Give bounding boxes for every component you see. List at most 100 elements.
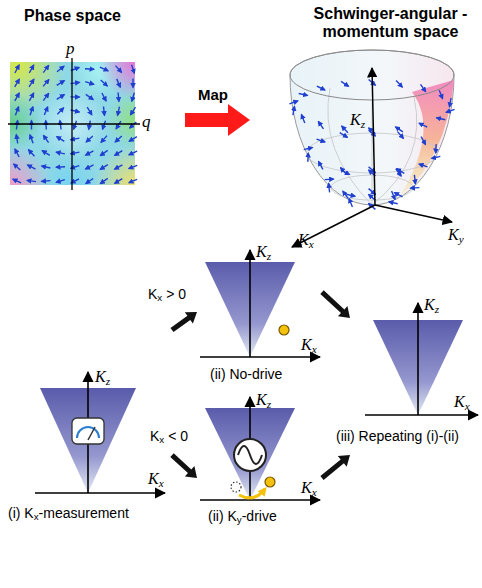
cone-panel: KzKx(ii) Ky-drive	[197, 395, 322, 530]
heat-blob	[42, 154, 98, 185]
kx-axis	[365, 414, 478, 416]
cone-panel: KzKx(iii) Repeating (i)-(ii)	[350, 300, 480, 465]
field-arrow	[319, 162, 323, 170]
field-arrow	[45, 121, 47, 130]
axis-label: Kx	[298, 231, 314, 249]
panel-caption: (ii) Ky-drive	[208, 508, 277, 524]
field-arrow	[450, 98, 452, 107]
field-arrow	[29, 79, 34, 87]
subscript: x	[312, 486, 317, 498]
field-arrow	[44, 107, 47, 115]
field-arrow	[14, 164, 21, 170]
field-arrow	[100, 67, 108, 71]
field-arrow	[317, 139, 326, 142]
field-arrow	[43, 80, 49, 87]
edge-label: Map	[198, 86, 228, 103]
field-arrow	[103, 121, 106, 130]
field-arrow	[57, 95, 65, 100]
field-arrow	[89, 121, 91, 130]
field-arrow	[341, 81, 348, 86]
field-arrow	[398, 132, 404, 139]
field-arrow	[131, 107, 136, 115]
field-arrow	[396, 127, 403, 132]
field-arrow	[325, 178, 334, 180]
kx-axis	[200, 499, 320, 501]
subscript: x	[312, 343, 317, 355]
field-arrow	[86, 165, 94, 169]
field-arrow	[389, 202, 398, 204]
map-arrow	[185, 104, 250, 136]
field-arrow	[419, 164, 428, 167]
field-arrow	[340, 133, 348, 138]
field-arrow	[16, 135, 17, 144]
flow-arrow	[320, 290, 350, 318]
field-arrow	[29, 93, 33, 101]
field-arrow	[30, 107, 33, 116]
field-arrow	[299, 94, 308, 96]
field-arrow	[117, 79, 121, 87]
field-arrow	[307, 153, 309, 162]
panel-caption: (ii) No-drive	[210, 366, 282, 382]
drive-arrow	[239, 489, 265, 498]
field-arrow	[56, 152, 65, 154]
field-arrow	[86, 179, 93, 184]
meridian	[372, 97, 417, 205]
sine-wave	[238, 446, 262, 464]
field-arrow	[29, 65, 33, 73]
field-arrow	[15, 93, 19, 101]
angular-momentum-panel: Schwinger-angular -momentum spaceKzKxKy	[250, 5, 480, 255]
field-arrow	[28, 165, 36, 169]
panel-caption: (i) Kx-measurement	[8, 505, 129, 521]
field-arrow	[57, 108, 63, 114]
subscript: x	[34, 511, 39, 522]
field-arrow	[43, 135, 48, 142]
field-arrow	[101, 80, 108, 86]
field-arrow	[15, 149, 19, 157]
field-arrow	[132, 65, 135, 74]
ghost-dot	[231, 482, 241, 492]
drive-source	[234, 439, 266, 471]
field-arrow	[392, 191, 395, 199]
field-arrow	[74, 121, 77, 129]
field-arrow	[301, 115, 304, 123]
flow-arrow	[170, 453, 197, 478]
field-arrow	[118, 107, 120, 116]
flow-arrow	[171, 312, 198, 332]
latitude-line	[331, 175, 413, 200]
field-arrow	[329, 183, 330, 192]
subscript: x	[309, 238, 314, 250]
field-arrow	[117, 93, 119, 102]
field-arrow	[395, 193, 403, 197]
field-arrow	[16, 121, 17, 130]
subscript: y	[237, 514, 242, 525]
field-arrow	[102, 93, 106, 101]
field-arrow	[43, 93, 48, 100]
heat-blob	[94, 144, 135, 185]
panel-title: Phase space	[10, 7, 135, 25]
field-arrow	[129, 179, 137, 182]
field-arrow	[100, 165, 108, 170]
field-arrow	[289, 101, 298, 104]
subscript: x	[159, 434, 164, 445]
subscript: x	[157, 292, 162, 303]
kz-axis	[372, 68, 375, 205]
heat-blobs	[10, 62, 135, 185]
subscript: y	[459, 233, 464, 245]
kx-axis	[35, 492, 165, 494]
field-arrow	[27, 180, 36, 181]
subscript: z	[106, 375, 110, 387]
field-arrow	[414, 175, 415, 184]
field-arrow	[421, 137, 425, 145]
axis-label: Kx	[454, 393, 470, 411]
field-arrow	[432, 156, 441, 158]
field-arrow	[116, 66, 122, 73]
phase-space-panel: Phase spacepq	[5, 5, 185, 195]
field-arrow	[439, 90, 442, 98]
meter-icon	[72, 418, 104, 444]
axis-label: Kz	[256, 243, 271, 261]
axis-label: q	[142, 112, 151, 132]
subscript: x	[159, 477, 164, 489]
field-arrow	[104, 107, 105, 116]
field-arrow	[85, 82, 94, 85]
panel-title: Schwinger-angular -momentum space	[308, 5, 473, 42]
